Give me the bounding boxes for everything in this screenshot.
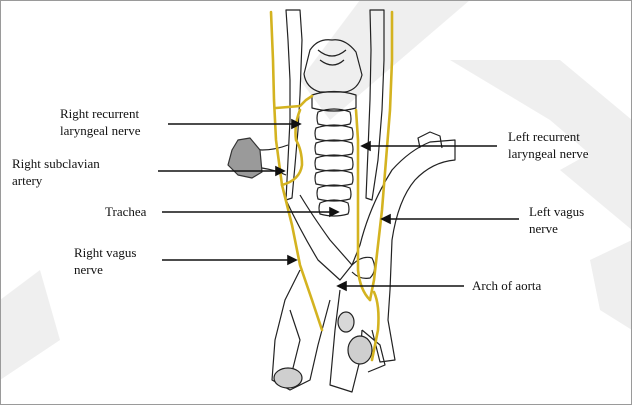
label-right-subclavian-2: artery bbox=[12, 173, 43, 188]
pointer-arrows bbox=[158, 120, 519, 290]
watermark bbox=[0, 0, 632, 380]
label-arch-of-aorta: Arch of aorta bbox=[472, 278, 542, 293]
pulmonary-stump-right bbox=[348, 336, 372, 364]
pulmonary-stump-left bbox=[274, 368, 302, 388]
label-right-vagus-1: Right vagus bbox=[74, 245, 136, 260]
label-left-vagus-2: nerve bbox=[529, 221, 558, 236]
label-right-subclavian-1: Right subclavian bbox=[12, 156, 100, 171]
subclavian-cut bbox=[228, 138, 262, 178]
right-recurrent-laryngeal-nerve bbox=[276, 96, 312, 108]
label-left-recurrent-2: laryngeal nerve bbox=[508, 146, 589, 161]
label-left-vagus-1: Left vagus bbox=[529, 204, 584, 219]
label-right-recurrent-1: Right recurrent bbox=[60, 106, 139, 121]
label-right-recurrent-2: laryngeal nerve bbox=[60, 123, 141, 138]
label-trachea: Trachea bbox=[105, 204, 147, 219]
tracheal-rings bbox=[315, 109, 353, 216]
label-right-vagus-2: nerve bbox=[74, 262, 103, 277]
label-left-recurrent-1: Left recurrent bbox=[508, 129, 580, 144]
